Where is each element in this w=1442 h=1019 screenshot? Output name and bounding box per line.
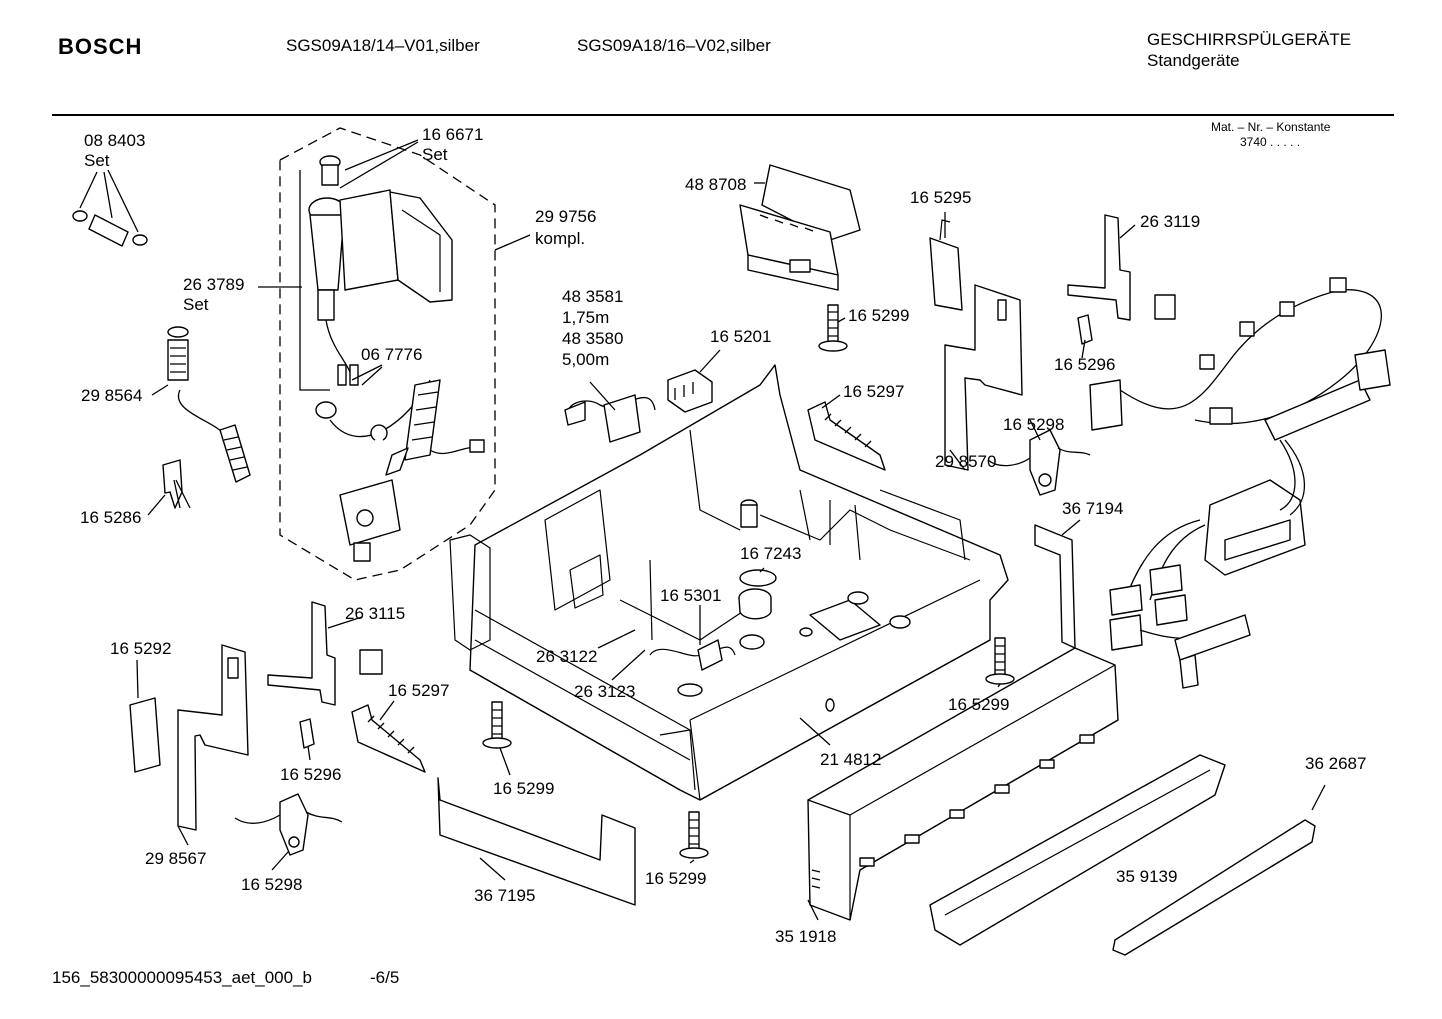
hinge-bracket-drawing: [1067, 214, 1176, 321]
side-cover-drawing: [1034, 524, 1076, 649]
label-36-2687: 36 2687: [1305, 754, 1366, 773]
left-hinge-bracket-drawing: [267, 601, 383, 706]
water-inlet-valve-drawing: [299, 155, 485, 562]
label-48-3581-note: 1,75m: [562, 308, 609, 327]
kick-plate-drawing: [437, 777, 636, 906]
label-26-3789-note: Set: [183, 295, 209, 314]
clip-small-drawing-2: [299, 718, 315, 749]
front-panel-drawing: [807, 647, 1119, 921]
power-cable-drawing: [564, 394, 656, 443]
bracket-drawing: [929, 219, 963, 311]
connector-block-drawing: [667, 369, 713, 413]
label-29-9756: 29 9756: [535, 207, 596, 226]
label-21-4812: 21 4812: [820, 750, 881, 769]
drain-hose-drawing: [167, 326, 251, 483]
category-title: GESCHIRRSPÜLGERÄTE: [1147, 30, 1352, 49]
seal-ring-drawing: [738, 569, 777, 650]
label-26-3115: 26 3115: [345, 604, 405, 623]
label-16-5297-left: 16 5297: [388, 681, 449, 700]
door-switch-drawing-1: [987, 429, 1091, 496]
model-number-2: SGS09A18/16–V02,silber: [577, 36, 771, 55]
water-inlet-assembly-outline: [279, 127, 496, 581]
label-16-7243: 16 7243: [740, 544, 801, 563]
material-number-label: Mat. – Nr. – Konstante: [1211, 120, 1331, 134]
label-48-3580-note: 5,00m: [562, 350, 609, 369]
label-48-3581: 48 3581: [562, 287, 623, 306]
drawing-code: 156_58300000095453_aet_000_b: [52, 968, 312, 987]
label-48-8708: 48 8708: [685, 175, 746, 194]
electronic-module-drawing: [739, 164, 861, 291]
label-16-5296-left: 16 5296: [280, 765, 341, 784]
label-26-3119: 26 3119: [1140, 212, 1200, 231]
subcategory-title: Standgeräte: [1147, 51, 1240, 70]
label-16-6671: 16 6671: [422, 125, 483, 144]
bottom-strip-drawing: [1112, 819, 1316, 956]
wiring-harness-drawing: [1089, 277, 1391, 689]
label-16-5298-right: 16 5298: [1003, 415, 1064, 434]
label-26-3122: 26 3122: [536, 647, 597, 666]
label-16-6671-note: Set: [422, 145, 448, 164]
label-16-5297-right: 16 5297: [843, 382, 904, 401]
label-16-5299-top: 16 5299: [848, 306, 909, 325]
label-36-7195: 36 7195: [474, 886, 535, 905]
leveling-foot-drawing-4: [985, 637, 1015, 685]
clip-small-drawing-1: [1077, 314, 1093, 345]
label-16-5299-right: 16 5299: [948, 695, 1009, 714]
label-29-9756-note: kompl.: [535, 229, 585, 248]
label-16-5295: 16 5295: [910, 188, 971, 207]
material-number-value: 3740 . . . . .: [1240, 135, 1301, 149]
label-08-8403: 08 8403: [84, 131, 145, 150]
label-08-8403-note: Set: [84, 151, 110, 170]
label-36-7194: 36 7194: [1062, 499, 1123, 518]
brand-logo: BOSCH: [58, 34, 143, 59]
leader-lines: [79, 139, 1326, 921]
base-tub-drawing: [449, 364, 1009, 801]
label-16-5286: 16 5286: [80, 508, 141, 527]
label-16-5296-right: 16 5296: [1054, 355, 1115, 374]
label-16-5299-mid: 16 5299: [493, 779, 554, 798]
model-number-1: SGS09A18/14–V01,silber: [286, 36, 480, 55]
label-35-9139: 35 9139: [1116, 867, 1177, 886]
label-16-5299-bottom: 16 5299: [645, 869, 706, 888]
clip-drawing: [162, 459, 191, 509]
door-spring-drawing-1: [807, 401, 886, 471]
label-16-5301: 16 5301: [660, 586, 721, 605]
trim-strip-drawing: [929, 754, 1226, 946]
label-29-8567: 29 8567: [145, 849, 206, 868]
label-48-3580: 48 3580: [562, 329, 623, 348]
label-29-8564: 29 8564: [81, 386, 142, 405]
label-26-3123: 26 3123: [574, 682, 635, 701]
label-29-8570: 29 8570: [935, 452, 996, 471]
label-06-7776: 06 7776: [361, 345, 422, 364]
left-side-bracket-drawing: [177, 644, 249, 831]
door-spring-drawing-2: [351, 704, 426, 773]
door-switch-drawing-2: [234, 793, 343, 856]
cover-cap-drawing: [129, 697, 161, 773]
leveling-foot-drawing-1: [818, 304, 848, 352]
label-16-5292: 16 5292: [110, 639, 171, 658]
header-divider: [52, 114, 1394, 116]
label-16-5201: 16 5201: [710, 327, 771, 346]
page-number: -6/5: [370, 968, 400, 987]
hose-set-drawing: [72, 210, 148, 247]
leveling-foot-drawing-2: [482, 701, 512, 749]
label-26-3789: 26 3789: [183, 275, 244, 294]
side-panel-bracket-drawing: [944, 284, 1023, 471]
label-16-5298-left: 16 5298: [241, 875, 302, 894]
label-35-1918: 35 1918: [775, 927, 836, 946]
leveling-foot-drawing-3: [679, 811, 709, 859]
sensor-drawing: [697, 639, 723, 671]
